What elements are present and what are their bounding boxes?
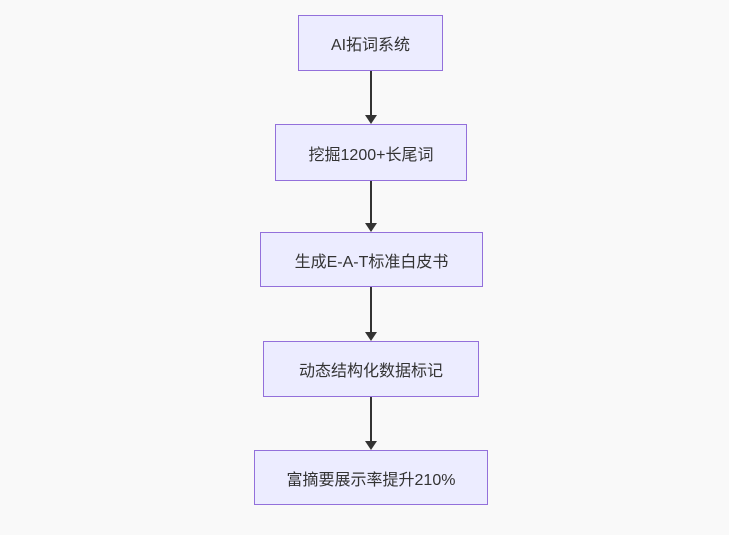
flow-node-longtail-mining: 挖掘1200+长尾词 xyxy=(275,124,467,181)
arrowhead-down-icon xyxy=(365,441,377,450)
flow-edge-4 xyxy=(364,397,378,450)
flow-node-label: 生成E-A-T标准白皮书 xyxy=(294,253,449,271)
flow-edge-1 xyxy=(364,71,378,124)
flow-node-structured-data-markup: 动态结构化数据标记 xyxy=(263,341,479,397)
flow-node-rich-snippet-result: 富摘要展示率提升210% xyxy=(254,450,488,505)
arrowhead-down-icon xyxy=(365,332,377,341)
edge-line xyxy=(370,181,372,223)
arrowhead-down-icon xyxy=(365,223,377,232)
edge-line xyxy=(370,287,372,332)
flow-node-ai-word-expansion: AI拓词系统 xyxy=(298,15,443,71)
edge-line xyxy=(370,71,372,115)
flow-node-label: 挖掘1200+长尾词 xyxy=(308,146,434,164)
flow-edge-2 xyxy=(364,181,378,232)
edge-line xyxy=(370,397,372,441)
flow-node-label: 动态结构化数据标记 xyxy=(298,363,443,380)
flow-node-label: AI拓词系统 xyxy=(330,37,411,54)
flow-node-label: 富摘要展示率提升210% xyxy=(286,471,456,489)
arrowhead-down-icon xyxy=(365,115,377,124)
flow-node-eat-whitepaper: 生成E-A-T标准白皮书 xyxy=(260,232,483,287)
flow-edge-3 xyxy=(364,287,378,341)
